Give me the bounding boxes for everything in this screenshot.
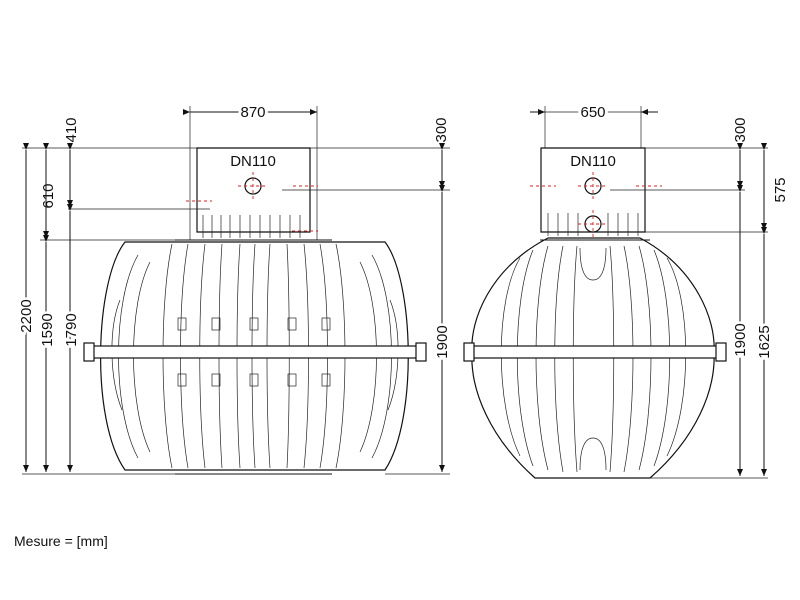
left-width-dim: 870 (240, 104, 265, 121)
dim-300-left: 300 (433, 117, 450, 142)
dim-1790: 1790 (63, 313, 80, 346)
dim-610: 610 (40, 183, 57, 208)
right-middle-flange (469, 345, 721, 359)
neck-ribs (202, 215, 301, 238)
left-tank-view: 870 DN110 (16, 101, 454, 475)
dim-1900-right: 1900 (732, 323, 749, 356)
dim-1590: 1590 (39, 313, 56, 346)
unit-note: Mesure = [mm] (14, 533, 108, 549)
dim-410: 410 (63, 117, 80, 142)
dim-2200: 2200 (18, 299, 35, 332)
left-middle-flange (89, 345, 421, 359)
dim-1900-left: 1900 (434, 325, 451, 358)
dim-1625: 1625 (756, 325, 773, 358)
left-pipe-label: DN110 (230, 153, 276, 170)
right-pipe-label: DN110 (570, 153, 616, 170)
right-tank-view: 650 DN110 (463, 101, 789, 479)
right-width-dim: 650 (580, 104, 605, 121)
dim-575: 575 (772, 177, 789, 202)
right-neck-ribs (547, 213, 639, 236)
dim-300-right: 300 (732, 117, 749, 142)
